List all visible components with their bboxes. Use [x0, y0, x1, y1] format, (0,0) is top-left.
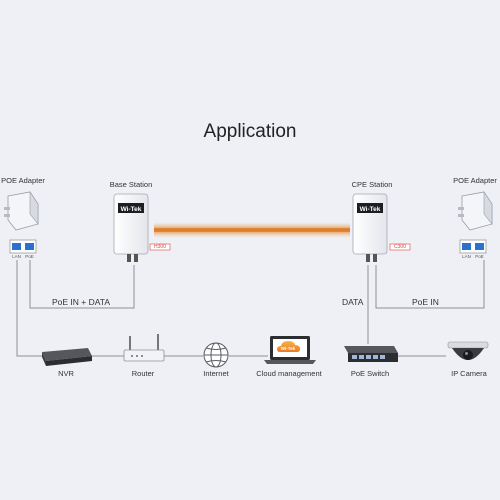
cloud-management-graphic: Wi-Tek [264, 336, 316, 364]
internet-label: Internet [203, 369, 229, 378]
base-station-graphic: Wi-Tek [113, 193, 171, 262]
poe-switch-graphic [344, 346, 398, 362]
cloud-management-label: Cloud management [256, 369, 322, 378]
cpe-station-graphic: Wi-Tek [352, 193, 411, 262]
cpe-station-model-tag: C300 [394, 244, 406, 250]
ip-camera-graphic [447, 341, 489, 360]
wireless-link-beam [154, 222, 350, 238]
poe-adapter-left-label: POE Adapter [1, 176, 45, 185]
base-station-brand: Wi-Tek [121, 206, 142, 213]
page-title: Application [203, 121, 297, 142]
link-wires [16, 260, 485, 357]
base-station-model-tag: H300 [154, 244, 166, 250]
cpe-station-brand: Wi-Tek [360, 206, 381, 213]
poe-adapter-right-label: POE Adapter [453, 176, 497, 185]
router-label: Router [131, 369, 155, 378]
poe-adapter-left-graphic [4, 191, 39, 254]
poe-in-link-label: PoE IN [412, 297, 439, 307]
cloud-brand: Wi-Tek [281, 346, 296, 351]
left-poe-port-label: PoE [25, 254, 34, 259]
data-link-label: DATA [342, 297, 364, 307]
router-graphic [123, 334, 165, 362]
poe-in-data-link-label: PoE IN + DATA [52, 297, 111, 307]
left-lan-port-label: LAN [12, 254, 21, 259]
poe-switch-label: PoE Switch [350, 369, 390, 378]
nvr-graphic [42, 348, 92, 366]
nvr-label: NVR [58, 369, 74, 378]
right-poe-port-label: PoE [475, 254, 484, 259]
internet-globe-icon [203, 342, 229, 368]
cpe-station-label: CPE Station [351, 180, 393, 189]
poe-adapter-right-graphic [458, 191, 493, 254]
ip-camera-label: IP Camera [451, 369, 487, 378]
base-station-label: Base Station [109, 180, 153, 189]
right-lan-port-label: LAN [462, 254, 471, 259]
